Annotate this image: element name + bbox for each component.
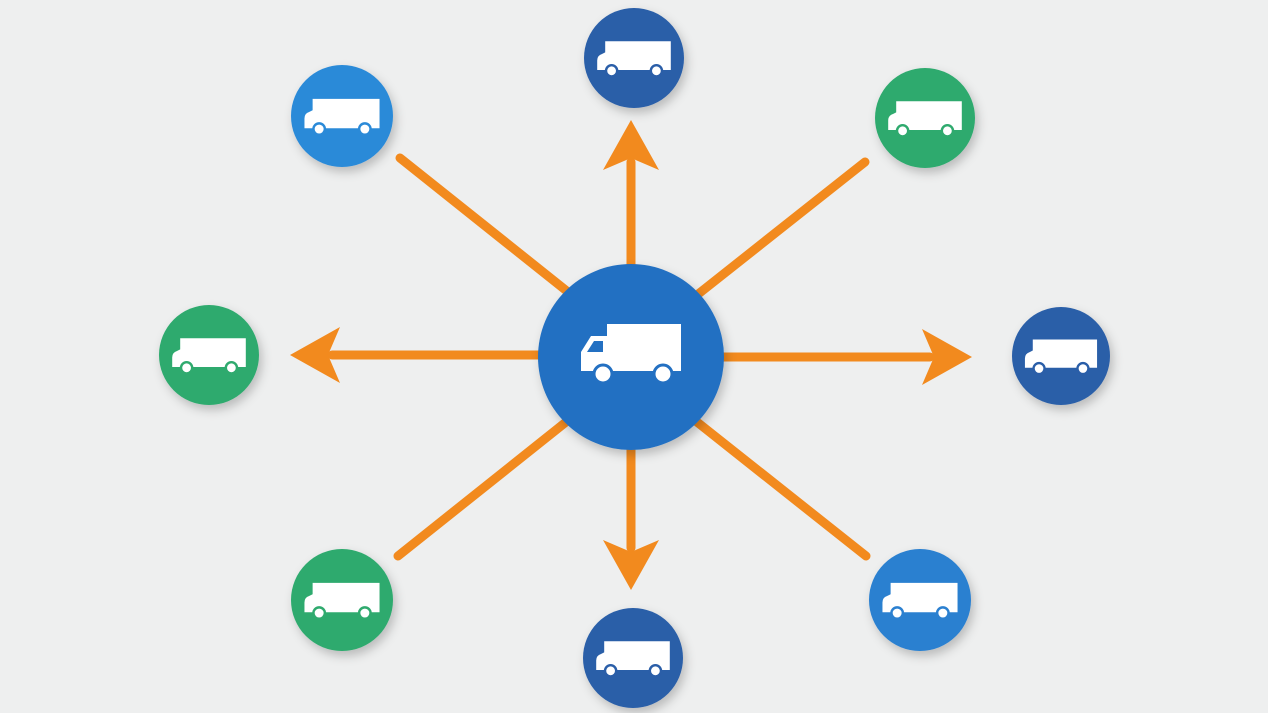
spoke-top-left <box>395 153 573 297</box>
connector-line <box>393 417 571 561</box>
arrowhead-icon <box>290 327 340 383</box>
node-top-left <box>291 65 393 167</box>
arrowhead-icon <box>603 120 659 170</box>
arrowhead-icon <box>922 329 972 385</box>
spoke-bottom-right <box>692 417 871 561</box>
node-bottom-left <box>291 549 393 651</box>
node-left <box>159 305 259 405</box>
spoke-right <box>717 329 972 385</box>
node-right <box>1012 307 1110 405</box>
connector-line <box>395 153 573 297</box>
arrowhead-icon <box>603 540 659 590</box>
spoke-top <box>603 120 659 273</box>
node-bottom <box>583 608 683 708</box>
node-top-right <box>875 68 975 168</box>
spoke-left <box>290 327 545 383</box>
spoke-bottom <box>603 443 659 590</box>
spoke-bottom-left <box>393 417 571 561</box>
node-top <box>584 8 684 108</box>
spoke-top-right <box>692 157 870 300</box>
connector-line <box>692 417 871 561</box>
node-bottom-right <box>869 549 971 651</box>
connector-line <box>692 157 870 300</box>
